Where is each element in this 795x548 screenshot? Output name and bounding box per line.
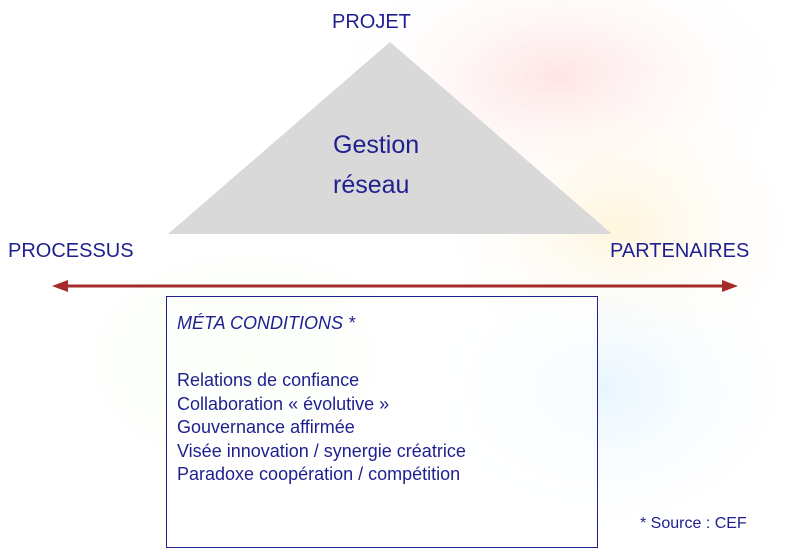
- label-projet: PROJET: [332, 11, 411, 33]
- list-item: Relations de confiance: [177, 370, 360, 390]
- center-text-line-2: réseau: [333, 171, 410, 199]
- label-processus: PROCESSUS: [8, 240, 134, 262]
- list-item: Gouvernance affirmée: [177, 417, 355, 437]
- meta-conditions-list: Relations de confiance Collaboration « é…: [177, 369, 466, 487]
- list-item: Paradoxe coopération / compétition: [177, 464, 461, 484]
- triangle-shape: [168, 42, 612, 234]
- center-text-line-1: Gestion: [333, 131, 420, 159]
- meta-conditions-box: MÉTA CONDITIONS * Relations de confiance…: [166, 296, 598, 548]
- arrow-head-right: [722, 280, 738, 292]
- list-item: Visée innovation / synergie créatrice: [177, 440, 466, 461]
- arrow-head-left: [52, 280, 68, 292]
- meta-conditions-title: MÉTA CONDITIONS *: [177, 313, 356, 333]
- label-partenaires: PARTENAIRES: [610, 240, 750, 262]
- double-arrow: [52, 280, 738, 292]
- list-item: Collaboration « évolutive »: [177, 393, 390, 414]
- source-note: * Source : CEF: [640, 515, 747, 532]
